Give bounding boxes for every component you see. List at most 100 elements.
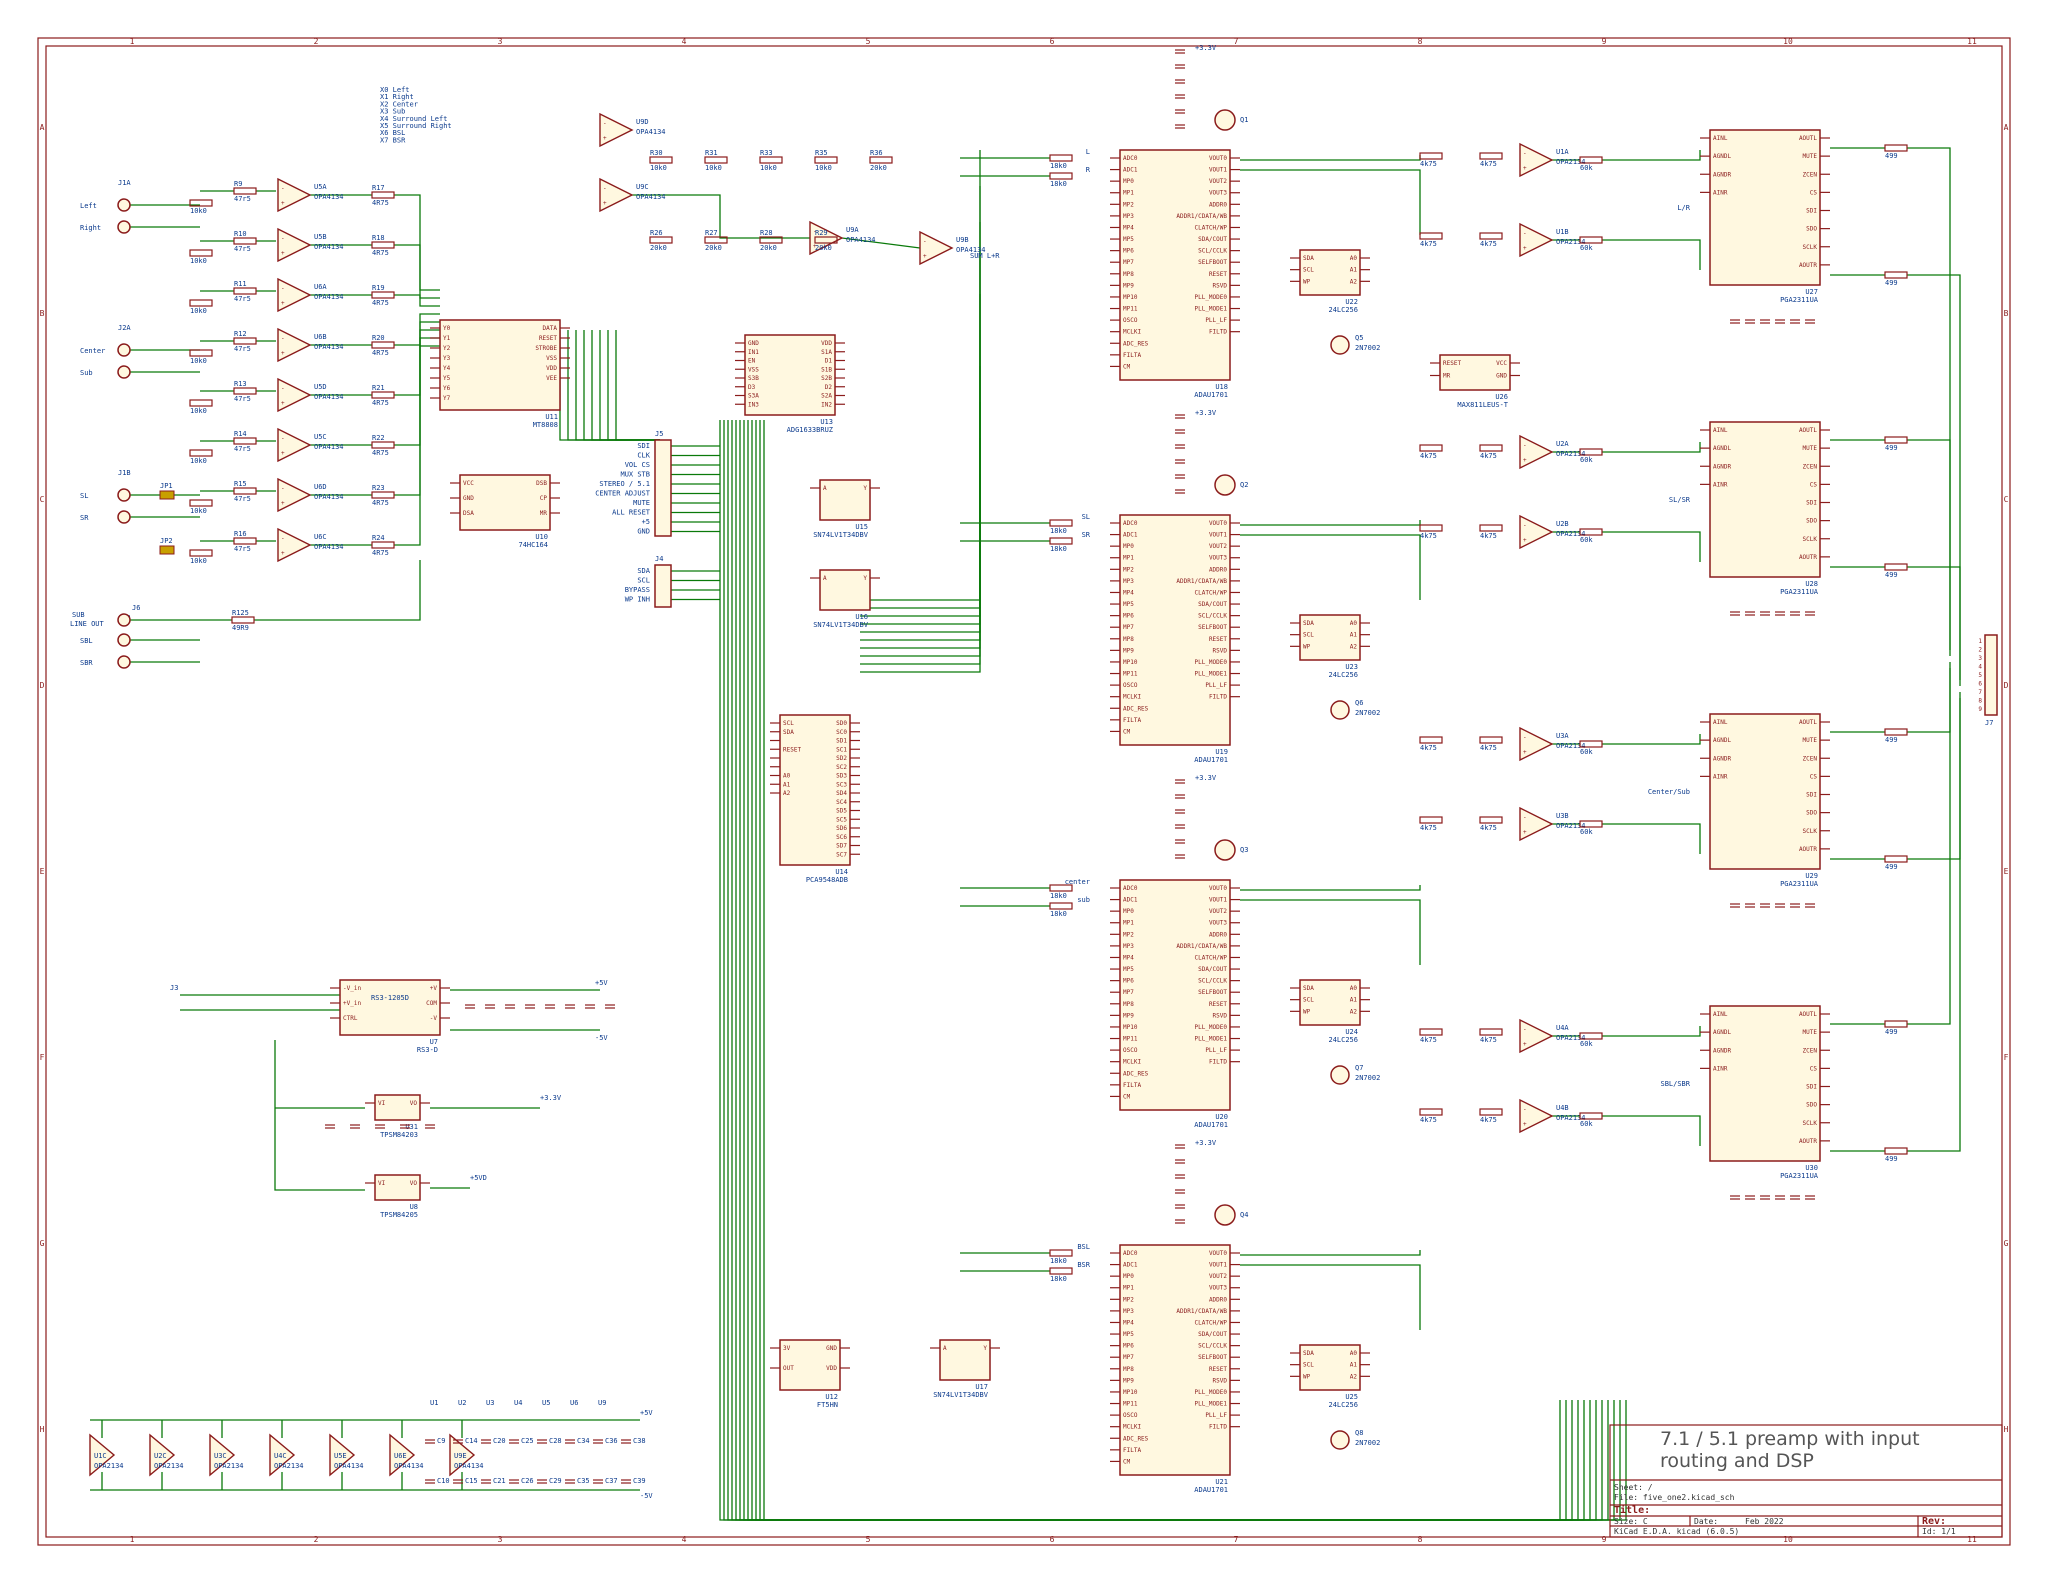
clock-buffer-chip-ref: U17 — [975, 1383, 988, 1391]
pin-label: AGNDL — [1713, 153, 1731, 160]
decoupling-plus5: +5V — [640, 1409, 653, 1417]
opamp-ref: U6A — [314, 283, 327, 291]
opamp-power-ref: U3C — [214, 1452, 227, 1460]
opamp-power-ref: U9E — [454, 1452, 467, 1460]
mux-legend-line: X6 BSL — [380, 129, 405, 137]
resistor — [1884, 436, 1908, 444]
connector-j5-label: MUTE — [633, 499, 650, 507]
connector-j5-label: VOL CS — [625, 461, 650, 469]
resistor-value: 4k75 — [1480, 1116, 1497, 1124]
pin-label: SCL — [783, 720, 794, 727]
grid-row-left: G — [40, 1239, 45, 1248]
dsp-rail-label: +3.3V — [1195, 409, 1217, 417]
opamp-symbol — [809, 220, 844, 256]
capacitor-ref: C14 — [465, 1437, 478, 1445]
resistor — [1049, 1267, 1073, 1275]
pin-label: SDI — [1806, 792, 1817, 799]
pin-label: VDD — [546, 365, 557, 372]
resistor-ref: R11 — [234, 280, 247, 288]
clock-buffer-chip-ref: U15 — [855, 523, 868, 531]
opamp-part: OPA4134 — [314, 293, 344, 301]
pin-label: VDD — [826, 1365, 837, 1372]
wire — [1602, 150, 1701, 161]
pin-label: PLL_MODE1 — [1194, 1401, 1227, 1408]
pin-label: ADC_RES — [1123, 1435, 1149, 1442]
resistor-value: 499 — [1885, 444, 1898, 452]
pin-label: SCLK — [1803, 1120, 1818, 1127]
resistor-ref: R23 — [372, 484, 385, 492]
pin-label: A1 — [1350, 997, 1358, 1004]
pin-label: A2 — [1350, 278, 1358, 285]
jack-symbol — [117, 655, 131, 669]
mosfet-ref: Q5 — [1355, 334, 1363, 342]
pin-label: AOUTR — [1799, 262, 1817, 269]
resistor — [233, 437, 257, 445]
resistor-value: 18k0 — [1050, 545, 1067, 553]
pin-label: MP3 — [1123, 213, 1134, 220]
pin-label: RSVD — [1213, 647, 1228, 654]
capacitor-ref: C15 — [465, 1477, 478, 1485]
resistor — [1884, 563, 1908, 571]
opamp-ref: U5C — [314, 433, 327, 441]
pin-label: VOUT2 — [1209, 178, 1227, 185]
opamp-minus: - — [281, 235, 285, 242]
mux-legend-line: X2 Center — [380, 100, 418, 108]
dsp-chip: U20ADAU1701ADC0ADC1MP0MP1MP2MP3MP4MP5MP6… — [1110, 879, 1240, 1129]
opamp-symbol — [277, 327, 312, 363]
jack-label: Left — [80, 202, 97, 210]
connector-j7-body — [1984, 634, 1998, 716]
pin-label: SD6 — [836, 825, 847, 832]
pin-label: OSCO — [1123, 1412, 1138, 1419]
resistor-ref: R125 — [232, 609, 249, 617]
pin-label: A2 — [1350, 1373, 1358, 1380]
mosfet-part: 2N7002 — [1355, 344, 1380, 352]
wire — [1602, 823, 1701, 854]
opamp-symbol — [1519, 142, 1554, 178]
resistor-value: 4R75 — [372, 249, 389, 257]
volume-chip-body — [1709, 129, 1821, 286]
resistor-value: 60k — [1580, 1040, 1593, 1048]
pin-label: Y7 — [443, 395, 451, 402]
opamp-symbol — [277, 527, 312, 563]
opamp-part: OPA4134 — [956, 246, 986, 254]
title-line-1: 7.1 / 5.1 preamp with input — [1660, 1428, 1920, 1450]
pin-label: MP7 — [1123, 624, 1134, 631]
opamp-symbol — [1519, 726, 1554, 762]
resistor — [371, 291, 395, 299]
dsp-block: U18ADAU1701ADC0ADC1MP0MP1MP2MP3MP4MP5MP6… — [1049, 44, 1380, 399]
wire — [1240, 534, 1421, 600]
opamp-ref: U9B — [956, 236, 969, 244]
resistor-value: 18k0 — [1050, 162, 1067, 170]
pin-label: S2A — [821, 393, 832, 400]
resistor-ref: R19 — [372, 284, 385, 292]
eeprom-chip-part: 24LC256 — [1328, 1036, 1358, 1044]
resistor-ref: R24 — [372, 534, 385, 542]
pin-label: SDO — [1806, 810, 1817, 817]
pin-label: VSS — [546, 355, 557, 362]
pin-label: Y5 — [443, 375, 451, 382]
decoupling-top-ref: U3 — [486, 1399, 494, 1407]
grid-col-top: 2 — [314, 37, 319, 46]
pin-label: MP4 — [1123, 1319, 1134, 1326]
resistor — [189, 449, 213, 457]
resistor-value: 4k75 — [1480, 824, 1497, 832]
grid-col-top: 11 — [1967, 37, 1977, 46]
opamp-part: OPA2134 — [1556, 450, 1586, 458]
pin-label: Y — [863, 575, 867, 582]
pin-label: RESET — [1209, 1366, 1227, 1373]
pin-label: A1 — [783, 781, 791, 788]
resistor-value: 4k75 — [1420, 824, 1437, 832]
pin-label: Y1 — [443, 335, 451, 342]
pin-label: ADC0 — [1123, 885, 1138, 892]
rail-plus5-label: +5V — [595, 979, 608, 987]
resistor — [233, 537, 257, 545]
pin-label: Y6 — [443, 385, 451, 392]
resistor-ref: R18 — [372, 234, 385, 242]
wire — [1907, 439, 1951, 656]
jack-symbol — [117, 488, 131, 502]
pin-label: D3 — [748, 384, 756, 391]
resistor — [1479, 444, 1503, 452]
